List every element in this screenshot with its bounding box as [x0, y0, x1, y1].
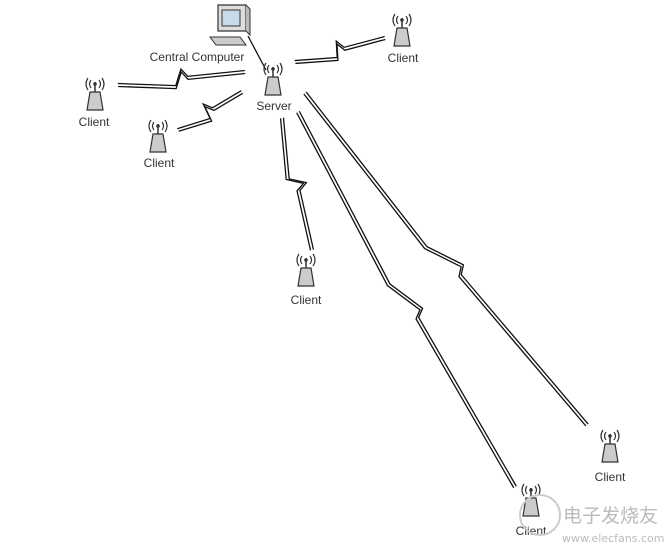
- server-label: Server: [256, 99, 291, 113]
- wireless-link: [178, 92, 244, 132]
- wireless-link: [279, 118, 312, 251]
- wireless-link: [282, 117, 315, 250]
- wireless-link: [177, 90, 242, 130]
- wireless-link: [118, 70, 246, 90]
- wireless-link: [303, 93, 587, 427]
- links: [117, 35, 589, 489]
- client-tower-icon: [85, 77, 105, 111]
- server-tower-icon: [263, 62, 283, 96]
- wireless-link: [117, 67, 245, 87]
- watermark-url: www.elecfans.com: [562, 532, 664, 545]
- wireless-link: [295, 38, 386, 65]
- watermark: 电子发烧友 www.elecfans.com: [519, 494, 664, 545]
- client-label: Client: [516, 524, 547, 538]
- central-link: [247, 35, 267, 71]
- client-label: Client: [291, 293, 322, 307]
- client-label: Client: [388, 51, 419, 65]
- client-tower-icon: [521, 483, 541, 517]
- client-label: Client: [595, 470, 626, 484]
- client-label: Client: [79, 115, 110, 129]
- client-label: Client: [144, 156, 175, 170]
- wireless-link: [305, 91, 589, 425]
- client-tower-icon: [296, 253, 316, 287]
- client-tower-icon: [600, 429, 620, 463]
- computer-icon: [209, 4, 251, 46]
- client-tower-icon: [148, 119, 168, 153]
- client-tower-icon: [392, 13, 412, 47]
- wireless-link: [294, 35, 385, 62]
- wireless-link: [298, 110, 517, 487]
- watermark-title: 电子发烧友: [563, 505, 658, 527]
- wireless-link: [296, 112, 515, 489]
- central-computer-label: Central Computer: [150, 50, 245, 64]
